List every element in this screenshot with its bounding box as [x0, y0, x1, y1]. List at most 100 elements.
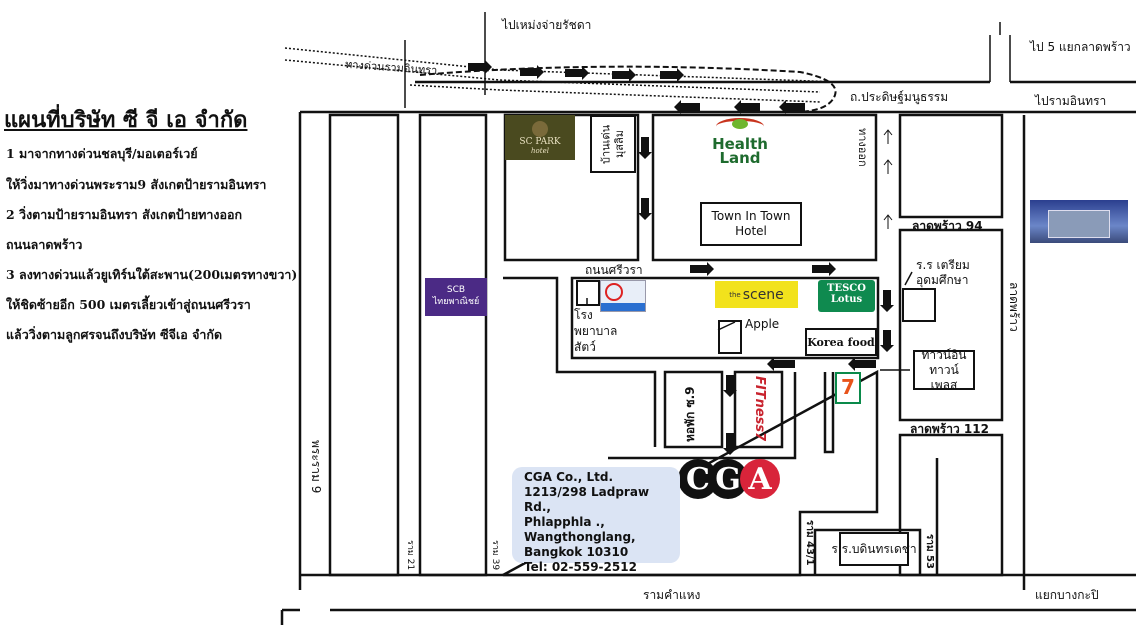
seven-eleven-logo: 7	[835, 372, 861, 404]
cga-building-photo	[1030, 200, 1128, 243]
pointer-lines	[586, 271, 913, 371]
vet-hospital-box	[576, 280, 600, 306]
sc-park-leaf-icon	[532, 121, 548, 137]
instruction-line: แล้ววิ่งตามลูกศรจนถึงบริษัท ซีจีเอ จำกัด	[6, 327, 223, 342]
direction-arrow-down	[638, 137, 652, 159]
the-scene-small: the	[729, 290, 741, 299]
apple-label: Apple	[745, 317, 780, 331]
health-land-logo: Health Land	[700, 118, 780, 167]
direction-arrow-right	[520, 65, 544, 79]
block-bodindecha-outer	[813, 458, 939, 575]
instruction-line: ให้ชิดซ้ายอีก 500 เมตรเลี้ยวเข้าสู่ถนนศร…	[6, 297, 251, 312]
direction-arrow-left	[674, 100, 700, 114]
dorm-label: หอพัก ซ.9	[683, 386, 697, 442]
direction-arrow-left	[779, 100, 805, 114]
block-right-middle	[898, 228, 1004, 422]
address-line: 1213/298 Ladpraw Rd.,	[524, 485, 650, 514]
cga-logo-a: A	[740, 459, 780, 499]
sc-park-sub: hotel	[531, 147, 549, 155]
address-line: Phlapphla .,	[524, 515, 605, 529]
direction-arrow-left	[767, 357, 795, 371]
direction-arrow-left	[848, 357, 876, 371]
label-pradit-road: ถ.ประดิษฐ์มนูธรรม	[850, 90, 949, 104]
scb-thai-name: ไทยพาณิชย์	[432, 297, 480, 307]
sc-park-hotel-logo: SC PARK hotel	[505, 115, 575, 160]
block-cga	[502, 276, 879, 577]
exit-arrow-up	[883, 159, 893, 174]
direction-arrows	[468, 60, 894, 455]
company-address-card: CGA Co., Ltd. 1213/298 Ladpraw Rd., Phla…	[512, 467, 680, 574]
company-phone: Tel: 02-559-2512	[524, 560, 637, 574]
town-in-town-hotel: Town In Town Hotel	[700, 202, 802, 246]
fitness-7-logo: FITness7	[752, 376, 767, 442]
instruction-line: 3 ลงทางด่วนแล้วยูเทิร์นใต้สะพาน(200เมตรท…	[6, 267, 298, 282]
to-5-ladprao-road	[989, 22, 1011, 82]
company-name: CGA Co., Ltd.	[524, 470, 613, 484]
health-land-leaf-icon	[716, 118, 764, 135]
exit-arrow-up	[883, 129, 893, 144]
the-scene-logo: the scene	[715, 281, 798, 308]
town-in-town-place: ทาวน์อิน ทาวน์เพลส	[913, 348, 975, 392]
instruction-line: ให้วิ่งมาทางด่วนพระราม9 สังเกตป้ายรามอิน…	[6, 177, 267, 192]
direction-arrow-down	[723, 433, 737, 455]
label-soi-21: ราม 21	[405, 540, 415, 571]
direction-arrow-down	[723, 375, 737, 397]
label-exit: ทางออก	[856, 128, 869, 167]
block-rama9	[328, 113, 400, 577]
ramkhamhaeng-road-bottom-edge	[280, 608, 1136, 625]
health-land-word-1: Health	[712, 135, 768, 153]
block-health-land	[651, 113, 878, 262]
triam-school-box	[902, 288, 936, 322]
pepsi-logo-icon	[601, 303, 645, 311]
label-bangkapi: แยกบางกะปิ	[1035, 588, 1099, 602]
mosque-box: บ้านเด่นมุสลิม	[590, 115, 636, 173]
block-soi21	[418, 113, 488, 577]
aroi-logo-icon	[605, 283, 623, 301]
label-ladprao-112: ลาดพร้าว 112	[910, 422, 989, 436]
expressway-dotted-upper	[284, 47, 841, 103]
tesco-word: TESCO	[827, 283, 866, 294]
vet-hospital-label: โรงพยาบาลสัตว์	[574, 308, 618, 354]
label-ladprao-road: ลาดพร้าว	[1007, 282, 1021, 332]
scb-name: SCB	[446, 285, 466, 295]
direction-arrow-right	[690, 262, 714, 276]
block-right-top	[898, 113, 1004, 219]
map-title: แผนที่บริษัท ซี จี เอ จำกัด	[4, 107, 248, 133]
label-sriwara-road: ถนนศรีวรา	[585, 263, 643, 277]
exit-arrows	[883, 129, 893, 229]
korea-food: Korea food	[805, 328, 877, 356]
triam-school-label: ร.ร เตรียมอุดมศึกษา	[916, 258, 970, 287]
bodindecha-school: ร.ร.บดินทรเดชา	[831, 532, 917, 566]
exit-arrow-up	[883, 214, 893, 229]
direction-arrow-down	[880, 290, 894, 312]
label-rama9-road: พระราม 9	[309, 440, 323, 494]
block-the-scene	[570, 276, 880, 360]
tesco-lotus-logo: TESCO Lotus	[818, 280, 875, 312]
direction-arrow-right	[612, 68, 636, 82]
direction-arrow-right	[660, 68, 684, 82]
lotus-word: Lotus	[830, 294, 863, 305]
direction-arrow-left	[734, 100, 760, 114]
label-soi-43-1: ราม 43/1	[804, 520, 815, 566]
instruction-line: 2 วิ่งตามป้ายรามอินทรา สังเกตป้ายทางออก	[6, 207, 243, 222]
address-line: Bangkok 10310	[524, 545, 629, 559]
aroi-pepsi-sign	[600, 280, 646, 312]
label-soi-53: ราม 53	[924, 534, 935, 569]
apple-store-box	[718, 320, 742, 354]
label-ramkhamhaeng-road: รามคำแหง	[643, 588, 701, 602]
direction-arrow-right	[468, 60, 492, 74]
scb-bank-logo: SCB ไทยพาณิชย์	[425, 278, 487, 316]
address-line: Wangthonglang,	[524, 530, 636, 544]
health-land-word-2: Land	[719, 149, 761, 167]
direction-arrow-down	[880, 330, 894, 352]
label-to-ratchada: ไปเหม่งจ่ายรัชดา	[502, 18, 592, 32]
the-scene-name: scene	[742, 286, 784, 303]
direction-arrow-right	[565, 66, 589, 80]
sc-park-name: SC PARK	[519, 137, 561, 147]
label-soi-39: ราม 39	[490, 540, 500, 571]
instruction-line: ถนนลาดพร้าว	[6, 237, 83, 252]
label-ladprao-94: ลาดพร้าว 94	[912, 219, 983, 233]
direction-arrow-right	[812, 262, 836, 276]
direction-arrow-down	[638, 198, 652, 220]
